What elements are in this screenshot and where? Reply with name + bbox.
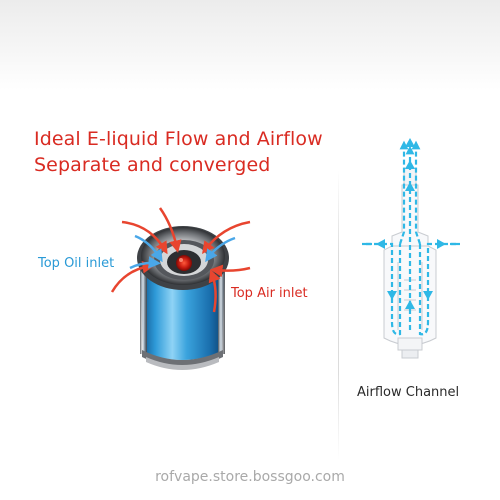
red-airflow-arrow-icon (158, 207, 182, 253)
airflow-arrow-icon (405, 300, 415, 309)
blue-oil-arrow-icon (134, 234, 163, 263)
top-oil-inlet-label: Top Oil inlet (38, 256, 115, 271)
airflow-path-right (416, 145, 456, 336)
watermark-text: rofvape.store.bossgoo.com (155, 469, 345, 485)
airflow-arrow-icon (423, 291, 433, 300)
airflow-arrow-icon (405, 182, 415, 191)
red-airflow-arrow-icon (208, 269, 221, 313)
blue-oil-arrow-icon (205, 236, 236, 263)
airflow-channel-caption: Airflow Channel (357, 385, 460, 400)
tank-metal-frame-left (140, 262, 147, 354)
headline-line-2: Separate and converged (34, 154, 271, 176)
airflow-arrow-icon (376, 239, 385, 249)
airflow-arrow-icon (405, 160, 415, 169)
tank-metal-frame-right (218, 262, 225, 354)
red-airflow-arrow-icon (121, 220, 168, 255)
red-airflow-arrow-icon (110, 261, 155, 293)
airflow-arrow-icon (405, 138, 415, 147)
blue-oil-arrow-icon (129, 256, 161, 270)
tank-base (146, 357, 219, 370)
top-air-inlet-label: Top Air inlet (231, 286, 308, 301)
headline-line-1: Ideal E-liquid Flow and Airflow (34, 128, 323, 150)
red-airflow-arrow-icon (202, 220, 251, 255)
airflow-arrow-icon (387, 291, 397, 300)
airflow-arrow-icon (437, 239, 446, 249)
airflow-path-left (366, 145, 404, 336)
section-divider (338, 170, 339, 460)
